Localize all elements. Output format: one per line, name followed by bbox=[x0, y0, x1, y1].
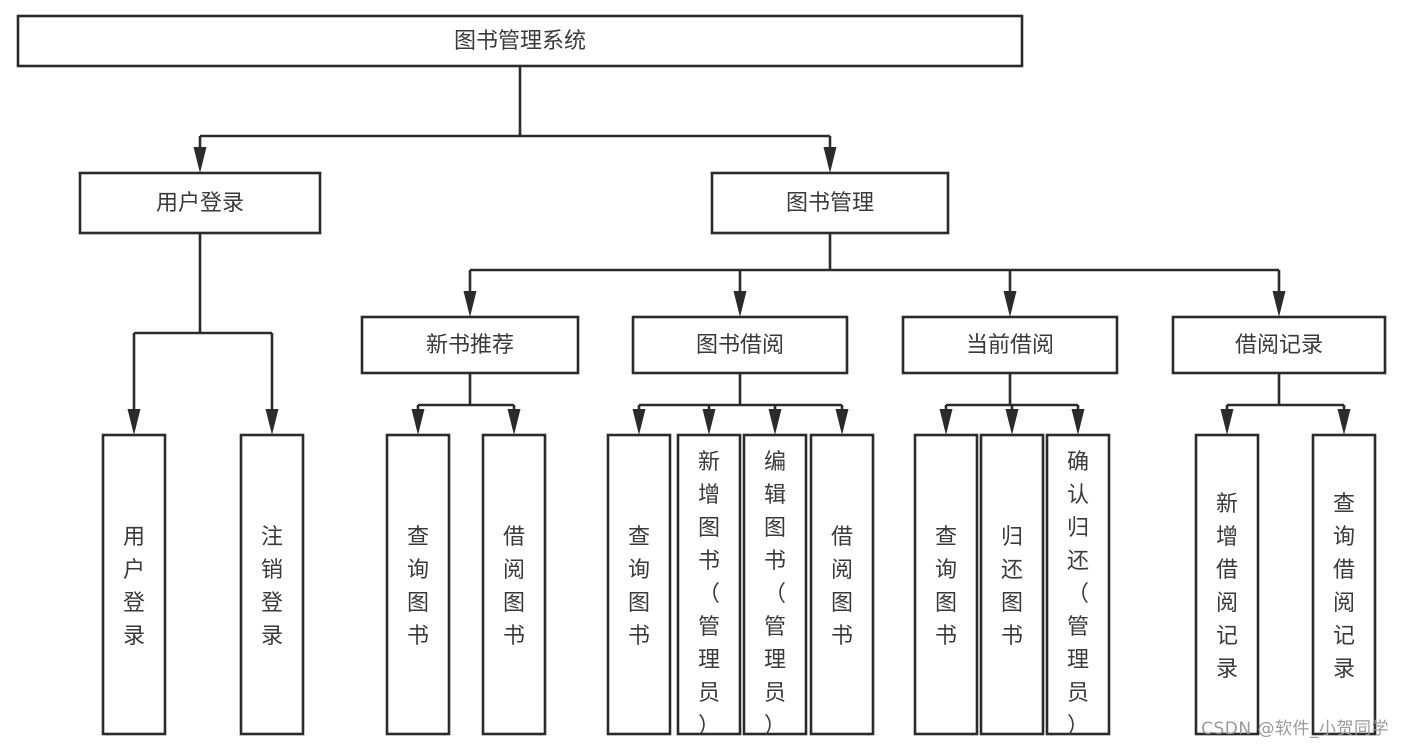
node-box-user-login bbox=[78, 171, 322, 235]
node-leaf-borrow-book-recommend[interactable]: 借阅图书 bbox=[481, 433, 547, 736]
node-box-borrow-record bbox=[1171, 315, 1387, 375]
node-label-leaf-borrow-book: 借阅图书 bbox=[831, 525, 853, 649]
node-box-leaf-query-borrow-record bbox=[1311, 433, 1377, 736]
node-leaf-add-book-admin[interactable]: 新增图书（管理员） bbox=[676, 433, 742, 739]
node-leaf-confirm-return-admin[interactable]: 确认归还（管理员） bbox=[1045, 433, 1111, 739]
node-leaf-logout-login[interactable]: 注销登录 bbox=[239, 433, 305, 736]
arrow-head-leaf-query-book-recommend bbox=[411, 409, 425, 435]
node-leaf-borrow-book[interactable]: 借阅图书 bbox=[809, 433, 875, 736]
arrow-head-user-login bbox=[193, 147, 207, 173]
node-box-leaf-add-borrow-record bbox=[1194, 433, 1260, 736]
node-box-leaf-return-book bbox=[979, 433, 1045, 736]
node-label-new-book-recommend: 新书推荐 bbox=[426, 333, 514, 358]
node-box-current-borrow bbox=[901, 315, 1119, 375]
arrow-head-leaf-query-book-borrow bbox=[632, 409, 646, 435]
arrow-head-leaf-query-borrow-record bbox=[1337, 409, 1351, 435]
arrow-head-leaf-borrow-book-recommend bbox=[507, 409, 521, 435]
node-box-root bbox=[16, 14, 1024, 68]
node-box-book-manage bbox=[710, 171, 950, 235]
node-new-book-recommend[interactable]: 新书推荐 bbox=[360, 315, 580, 375]
node-label-current-borrow: 当前借阅 bbox=[966, 333, 1054, 358]
node-label-leaf-query-borrow-record: 查询借阅记录 bbox=[1333, 492, 1355, 682]
node-book-borrow[interactable]: 图书借阅 bbox=[631, 315, 849, 375]
node-box-leaf-user-login bbox=[101, 433, 167, 736]
node-label-borrow-record: 借阅记录 bbox=[1235, 333, 1323, 358]
node-box-leaf-edit-book-admin bbox=[742, 433, 808, 736]
node-box-leaf-borrow-book bbox=[809, 433, 875, 736]
node-root[interactable]: 图书管理系统 bbox=[16, 14, 1024, 68]
node-leaf-return-book[interactable]: 归还图书 bbox=[979, 433, 1045, 736]
node-label-leaf-user-login: 用户登录 bbox=[123, 525, 145, 649]
node-label-leaf-return-book: 归还图书 bbox=[1001, 525, 1023, 649]
arrow-head-leaf-return-book bbox=[1005, 409, 1019, 435]
node-label-user-login: 用户登录 bbox=[156, 191, 244, 216]
node-label-leaf-logout-login: 注销登录 bbox=[261, 525, 283, 649]
arrow-head-current-borrow bbox=[1003, 291, 1017, 317]
arrow-head-leaf-user-login bbox=[127, 409, 141, 435]
arrow-head-borrow-record bbox=[1272, 291, 1286, 317]
node-box-leaf-query-book-recommend bbox=[385, 433, 451, 736]
arrow-head-leaf-confirm-return-admin bbox=[1071, 409, 1085, 435]
node-label-root: 图书管理系统 bbox=[454, 29, 586, 54]
node-book-manage[interactable]: 图书管理 bbox=[710, 171, 950, 235]
node-leaf-query-borrow-record[interactable]: 查询借阅记录 bbox=[1311, 433, 1377, 736]
node-box-leaf-query-book-borrow bbox=[606, 433, 672, 736]
node-leaf-add-borrow-record[interactable]: 新增借阅记录 bbox=[1194, 433, 1260, 736]
node-label-leaf-add-book-admin: 新增图书（管理员） bbox=[698, 450, 720, 739]
node-box-book-borrow bbox=[631, 315, 849, 375]
node-leaf-edit-book-admin[interactable]: 编辑图书（管理员） bbox=[742, 433, 808, 739]
node-box-leaf-add-book-admin bbox=[676, 433, 742, 736]
arrow-head-leaf-query-book-current bbox=[939, 409, 953, 435]
nodes-layer: 图书管理系统用户登录图书管理新书推荐图书借阅当前借阅借阅记录用户登录注销登录查询… bbox=[16, 14, 1387, 739]
node-box-leaf-borrow-book-recommend bbox=[481, 433, 547, 736]
node-box-leaf-query-book-current bbox=[913, 433, 979, 736]
node-leaf-user-login[interactable]: 用户登录 bbox=[101, 433, 167, 736]
arrow-head-leaf-add-book-admin bbox=[702, 409, 716, 435]
node-leaf-query-book-current[interactable]: 查询图书 bbox=[913, 433, 979, 736]
node-label-leaf-query-book-current: 查询图书 bbox=[935, 525, 957, 649]
arrow-head-leaf-edit-book-admin bbox=[768, 409, 782, 435]
node-label-book-borrow: 图书借阅 bbox=[696, 333, 784, 358]
node-label-leaf-add-borrow-record: 新增借阅记录 bbox=[1216, 492, 1238, 682]
arrow-head-leaf-borrow-book bbox=[835, 409, 849, 435]
node-label-leaf-query-book-recommend: 查询图书 bbox=[407, 525, 429, 649]
node-label-book-manage: 图书管理 bbox=[786, 191, 874, 216]
arrow-head-new-book-recommend bbox=[463, 291, 477, 317]
arrow-head-leaf-logout-login bbox=[265, 409, 279, 435]
node-box-new-book-recommend bbox=[360, 315, 580, 375]
node-label-leaf-borrow-book-recommend: 借阅图书 bbox=[503, 525, 525, 649]
node-box-leaf-logout-login bbox=[239, 433, 305, 736]
node-box-leaf-confirm-return-admin bbox=[1045, 433, 1111, 736]
node-label-leaf-confirm-return-admin: 确认归还（管理员） bbox=[1067, 450, 1089, 739]
node-label-leaf-edit-book-admin: 编辑图书（管理员） bbox=[764, 450, 786, 739]
node-current-borrow[interactable]: 当前借阅 bbox=[901, 315, 1119, 375]
node-label-leaf-query-book-borrow: 查询图书 bbox=[628, 525, 650, 649]
arrow-head-book-manage bbox=[823, 147, 837, 173]
arrow-head-leaf-add-borrow-record bbox=[1220, 409, 1234, 435]
node-leaf-query-book-recommend[interactable]: 查询图书 bbox=[385, 433, 451, 736]
node-leaf-query-book-borrow[interactable]: 查询图书 bbox=[606, 433, 672, 736]
node-borrow-record[interactable]: 借阅记录 bbox=[1171, 315, 1387, 375]
arrow-head-book-borrow bbox=[733, 291, 747, 317]
node-user-login[interactable]: 用户登录 bbox=[78, 171, 322, 235]
edges-layer bbox=[127, 66, 1351, 435]
